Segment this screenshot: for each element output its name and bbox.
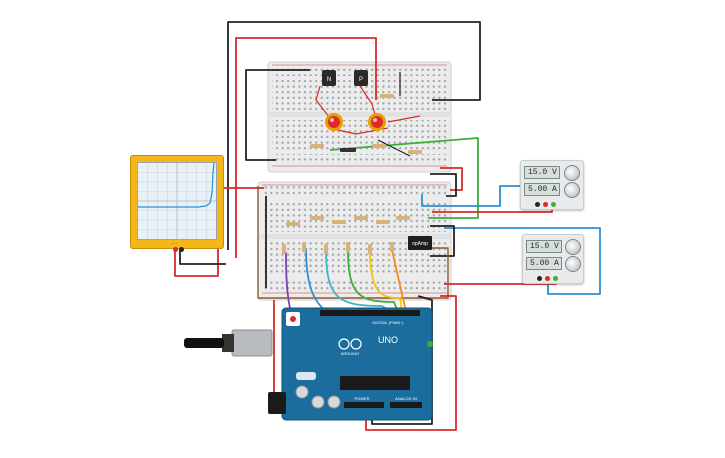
psu2-voltage-knob[interactable]	[565, 239, 581, 255]
bottom-resistors[interactable]	[282, 216, 410, 254]
psu1-current-knob[interactable]	[564, 182, 580, 198]
psu2-voltage-display: 15.0 V	[526, 240, 562, 253]
psu1-voltage-knob[interactable]	[564, 165, 580, 181]
psu2-terminal-green[interactable]	[553, 276, 558, 281]
opamp-chip[interactable]: opAmp	[408, 236, 432, 250]
wire-black-left-top	[245, 69, 310, 161]
wire-red-top-loop	[235, 37, 377, 258]
psu1-terminal-black[interactable]	[535, 202, 540, 207]
top-resistors[interactable]	[310, 94, 422, 154]
wire-black-psu2	[430, 225, 455, 257]
transistor-n[interactable]: N	[322, 70, 336, 86]
wire-teal-signal	[325, 249, 393, 313]
transistor-p-label: P	[359, 77, 363, 83]
psu2-terminal-red[interactable]	[545, 276, 550, 281]
wire-blue-psu2	[444, 227, 601, 295]
bottom-breadboard[interactable]	[257, 181, 452, 301]
wire-yellow-signal	[369, 249, 403, 313]
power-supply-1[interactable]: 15.0 V 5.00 A	[520, 160, 584, 210]
usb-port[interactable]	[231, 329, 273, 357]
wire-green-signal	[347, 249, 399, 313]
wire-green-top	[329, 137, 479, 219]
power-label: POWER	[354, 396, 369, 401]
oscilloscope-screen	[137, 162, 217, 240]
model-label: UNO	[378, 335, 398, 345]
wire-red-arduino-right	[365, 295, 457, 431]
wire-black-right-a	[430, 173, 457, 197]
oscilloscope[interactable]: ......	[130, 155, 224, 249]
analog-header[interactable]	[390, 402, 422, 408]
arduino-uno[interactable]: DIGITAL (PWM~) UNO ARDUINO POWER ANALOG …	[184, 307, 433, 421]
transistor-p[interactable]: P	[354, 70, 368, 86]
analog-label: ANALOG IN	[395, 396, 417, 401]
arduino-logo-icon	[338, 338, 350, 350]
scope-terminal-red[interactable]	[173, 247, 178, 252]
psu2-current-display: 5.00 A	[526, 257, 562, 270]
wire-brown-frame	[257, 186, 449, 299]
oscilloscope-trace	[138, 162, 215, 208]
power-jack[interactable]	[268, 392, 286, 414]
wire-black-arduino-right	[371, 295, 433, 425]
wire-orange-signal	[391, 249, 407, 313]
psu2-current-knob[interactable]	[565, 256, 581, 272]
psu2-terminal-black[interactable]	[537, 276, 542, 281]
psu1-terminal-red[interactable]	[543, 202, 548, 207]
oscilloscope-grid	[138, 162, 216, 239]
oscilloscope-label: ......	[171, 240, 178, 245]
wire-black-scope	[179, 250, 226, 265]
brand-label: ARDUINO	[341, 351, 359, 356]
power-supply-2[interactable]: 15.0 V 5.00 A	[522, 234, 584, 284]
scope-terminal-black[interactable]	[179, 247, 184, 252]
psu1-current-display: 5.00 A	[524, 183, 560, 196]
digital-header[interactable]	[320, 310, 420, 316]
opamp-label: opAmp	[412, 241, 428, 247]
led-red-right[interactable]	[368, 113, 386, 131]
digital-label: DIGITAL (PWM~)	[373, 320, 405, 325]
wire-black-internal-2	[377, 139, 411, 157]
wire-red-internal-3	[387, 115, 421, 123]
wire-red-internal-1	[315, 85, 331, 119]
transistor-n-label: N	[327, 77, 331, 83]
power-header[interactable]	[344, 402, 384, 408]
led-red-left[interactable]	[325, 113, 343, 131]
wire-red-scope	[174, 187, 264, 277]
microcontroller-chip	[340, 376, 410, 390]
psu1-voltage-display: 15.0 V	[524, 166, 560, 179]
wire-black-top-loop	[227, 21, 481, 250]
psu1-terminal-green[interactable]	[551, 202, 556, 207]
